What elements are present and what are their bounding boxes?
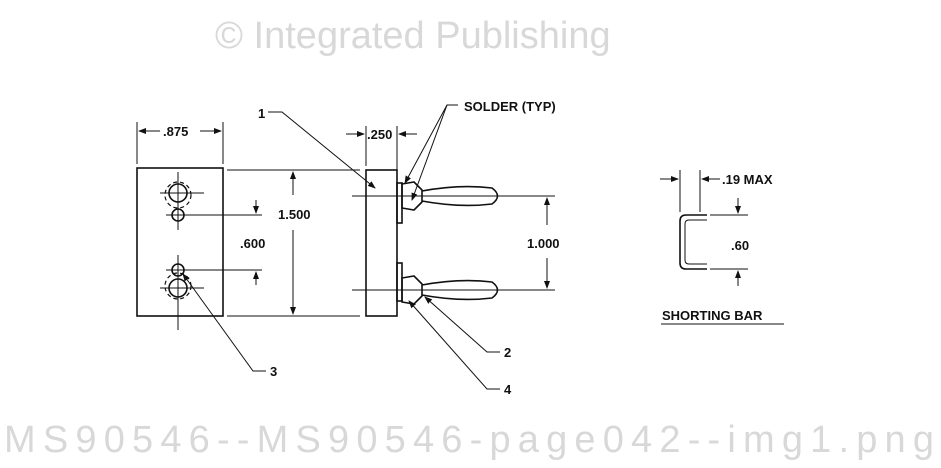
- watermark-line2: MS90546--MS90546-page042--img1.png: [4, 419, 934, 461]
- dim-600-label: .600: [240, 236, 265, 251]
- dim-60-label: .60: [731, 238, 749, 253]
- callout-4: 4: [504, 382, 512, 397]
- callouts: 1 SOLDER (TYP) 2 4 3: [182, 99, 556, 397]
- dim-1500: 1.500: [227, 169, 360, 317]
- callout-2: 2: [504, 345, 511, 360]
- callout-3: 3: [270, 364, 277, 379]
- shorting-bar: .19 MAX .60 SHORTING BAR: [660, 170, 784, 325]
- dim-1000-label: 1.000: [527, 236, 560, 251]
- shorting-bar-title: SHORTING BAR: [662, 308, 763, 323]
- terminal-nut-top: [401, 181, 423, 211]
- solder-label: SOLDER (TYP): [464, 99, 556, 114]
- dim-1500-label: 1.500: [278, 207, 311, 222]
- terminal-nut-bottom: [401, 275, 423, 305]
- mounting-hole-bottom: [160, 255, 204, 330]
- dim-875-label: .875: [163, 124, 188, 139]
- front-view: .875 .600: [136, 122, 265, 330]
- mounting-hole-top: [160, 172, 204, 230]
- watermark-line1: © Integrated Publishing: [215, 15, 611, 57]
- dim-250-label: .250: [367, 127, 392, 142]
- callout-1: 1: [258, 106, 265, 121]
- side-view: .250 1.000: [346, 126, 560, 317]
- dim-19max-label: .19 MAX: [722, 172, 773, 187]
